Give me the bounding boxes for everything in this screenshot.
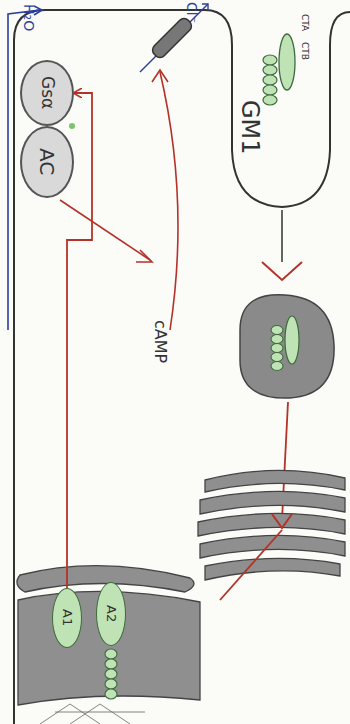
signal-arrow bbox=[60, 200, 150, 260]
messenger-label: cAMP bbox=[152, 320, 168, 363]
signal-arrow bbox=[160, 72, 178, 330]
golgi bbox=[198, 470, 345, 580]
node-text: A2 bbox=[105, 605, 118, 622]
signal-arrow-head bbox=[136, 250, 152, 262]
a1-subunit: A1 bbox=[52, 588, 82, 648]
node-text: AC bbox=[37, 148, 57, 175]
ion-label: Cl⁻ bbox=[185, 2, 199, 23]
endosome bbox=[240, 295, 334, 398]
water-label: H₂O bbox=[22, 4, 36, 31]
cta-subunit bbox=[285, 316, 299, 364]
ctb-pentamer bbox=[263, 55, 277, 105]
endoplasmic-reticulum bbox=[17, 566, 200, 705]
trafficking-arrow bbox=[262, 262, 302, 280]
receptor-label: GM1 bbox=[238, 100, 262, 155]
nucleus bbox=[40, 704, 145, 724]
pit-line bbox=[281, 210, 283, 262]
trafficking-arrow bbox=[220, 530, 282, 600]
node-text: Gsα bbox=[39, 76, 56, 109]
signal-arrow-head bbox=[152, 70, 168, 82]
cell-membrane bbox=[14, 10, 350, 724]
subunit-label: CTB bbox=[300, 42, 309, 60]
node-text: A1 bbox=[61, 609, 74, 626]
trafficking-arrow bbox=[272, 514, 292, 528]
subunit-label: CTA bbox=[300, 14, 309, 31]
chloride-arrow-head bbox=[202, 4, 208, 10]
g-protein-circle: Gsα bbox=[20, 60, 74, 126]
cta-subunit bbox=[279, 34, 295, 90]
activation-dot bbox=[69, 123, 75, 129]
a2-subunit: A2 bbox=[96, 582, 126, 646]
ctb-pentamer bbox=[105, 649, 117, 699]
ctb-pentamer bbox=[271, 326, 283, 371]
adenylate-cyclase-circle: AC bbox=[20, 126, 74, 198]
